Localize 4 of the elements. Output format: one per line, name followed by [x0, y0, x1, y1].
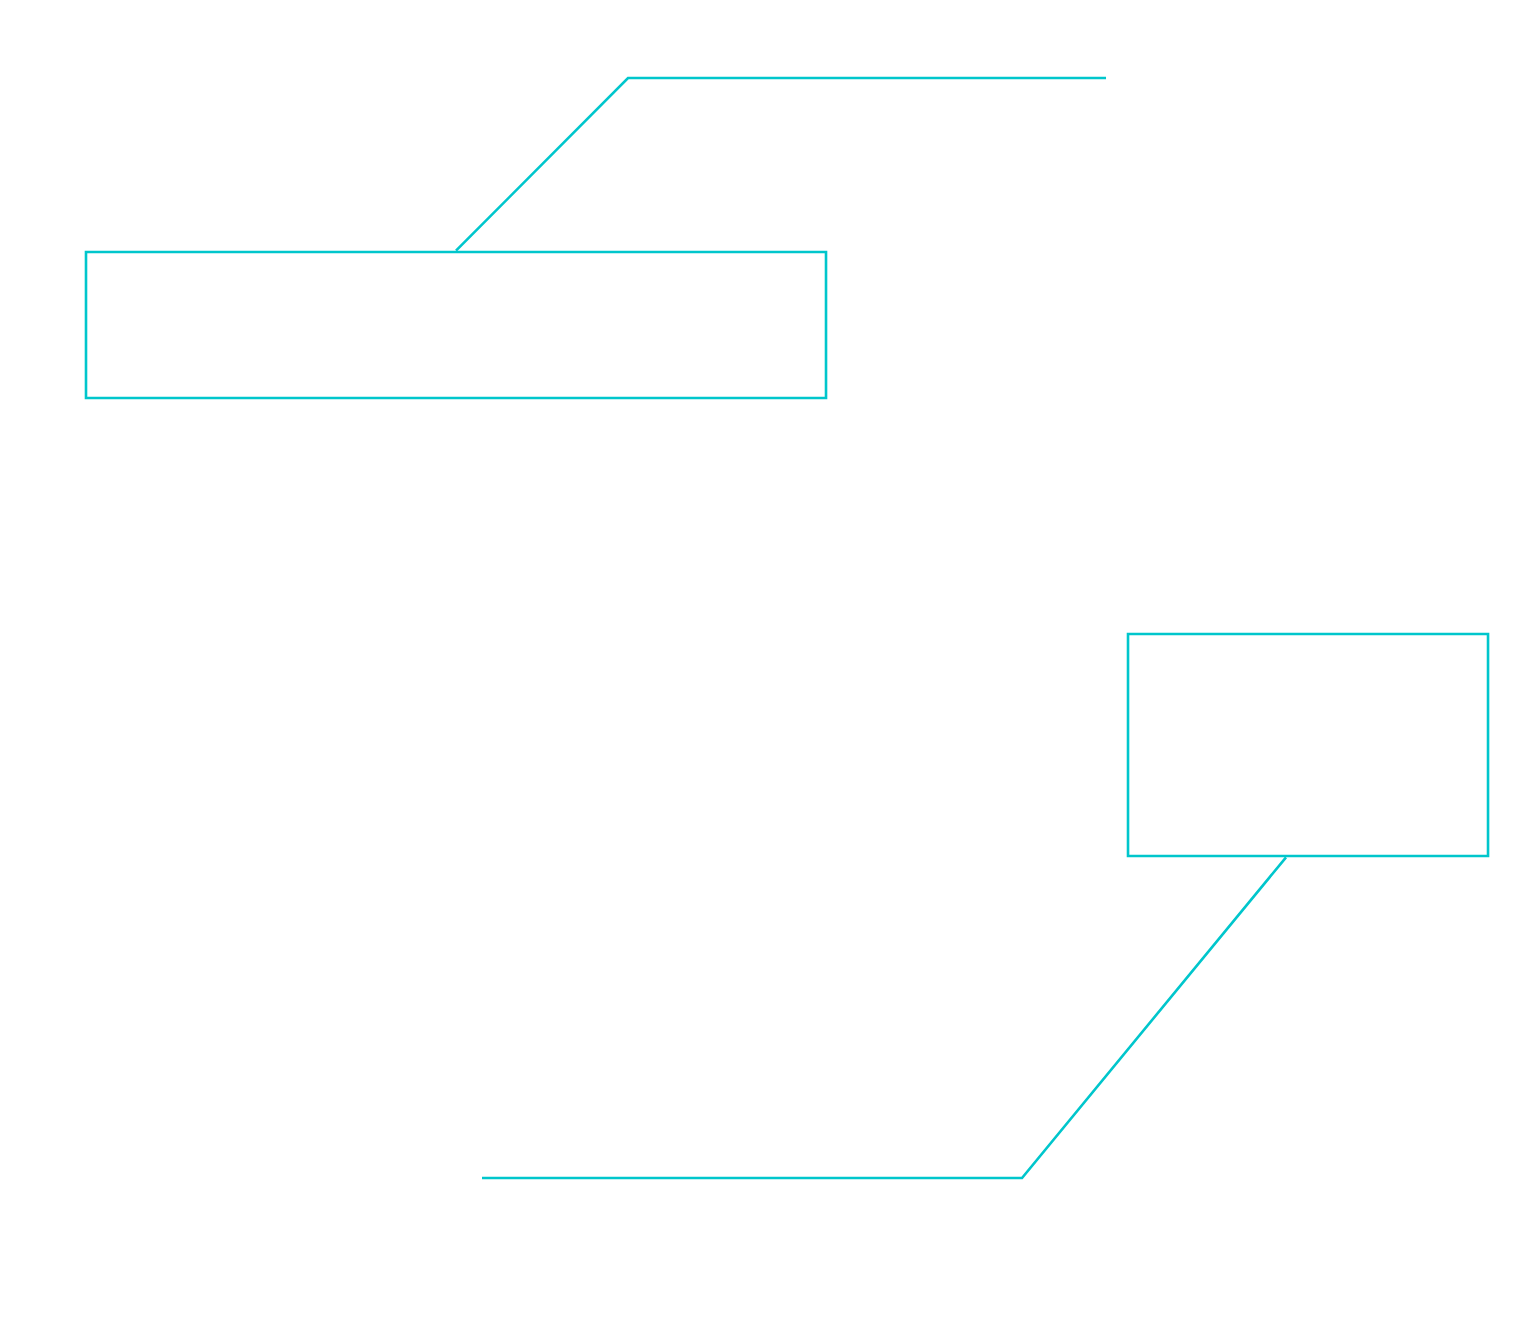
leader-line: [482, 856, 1288, 1180]
leader-line: [455, 76, 1106, 252]
callout-box: [1126, 632, 1490, 858]
callout-box: [84, 250, 828, 400]
